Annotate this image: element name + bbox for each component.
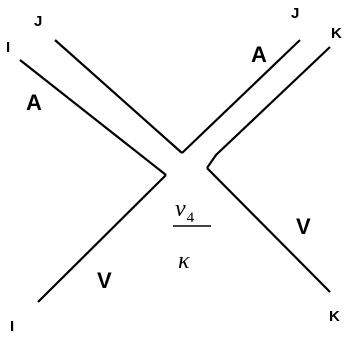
label-top-right-j: J	[291, 5, 299, 22]
upper-right-inner-line	[181, 39, 301, 154]
numerator-subscript: 4	[187, 210, 195, 226]
label-arm-a-left: A	[26, 90, 42, 115]
upper-left-inner-line	[54, 39, 183, 154]
label-arm-a-right: A	[251, 42, 267, 67]
label-top-left-i: I	[6, 39, 10, 56]
upper-left-outer-line	[19, 59, 167, 176]
upper-right-outer-line	[206, 46, 331, 169]
label-arm-v-left: V	[97, 268, 112, 293]
label-arm-v-right: V	[296, 214, 311, 239]
label-top-left-j: J	[34, 13, 42, 30]
label-bottom-right-k: K	[329, 308, 340, 325]
label-top-right-k: K	[331, 25, 342, 42]
lower-left-line	[37, 174, 167, 303]
numerator-symbol: v	[175, 196, 186, 222]
vertex-numerator: v4	[175, 196, 195, 226]
label-bottom-left-i: I	[10, 318, 14, 335]
vertex-denominator: κ	[178, 248, 190, 274]
lower-right-line	[206, 167, 331, 293]
